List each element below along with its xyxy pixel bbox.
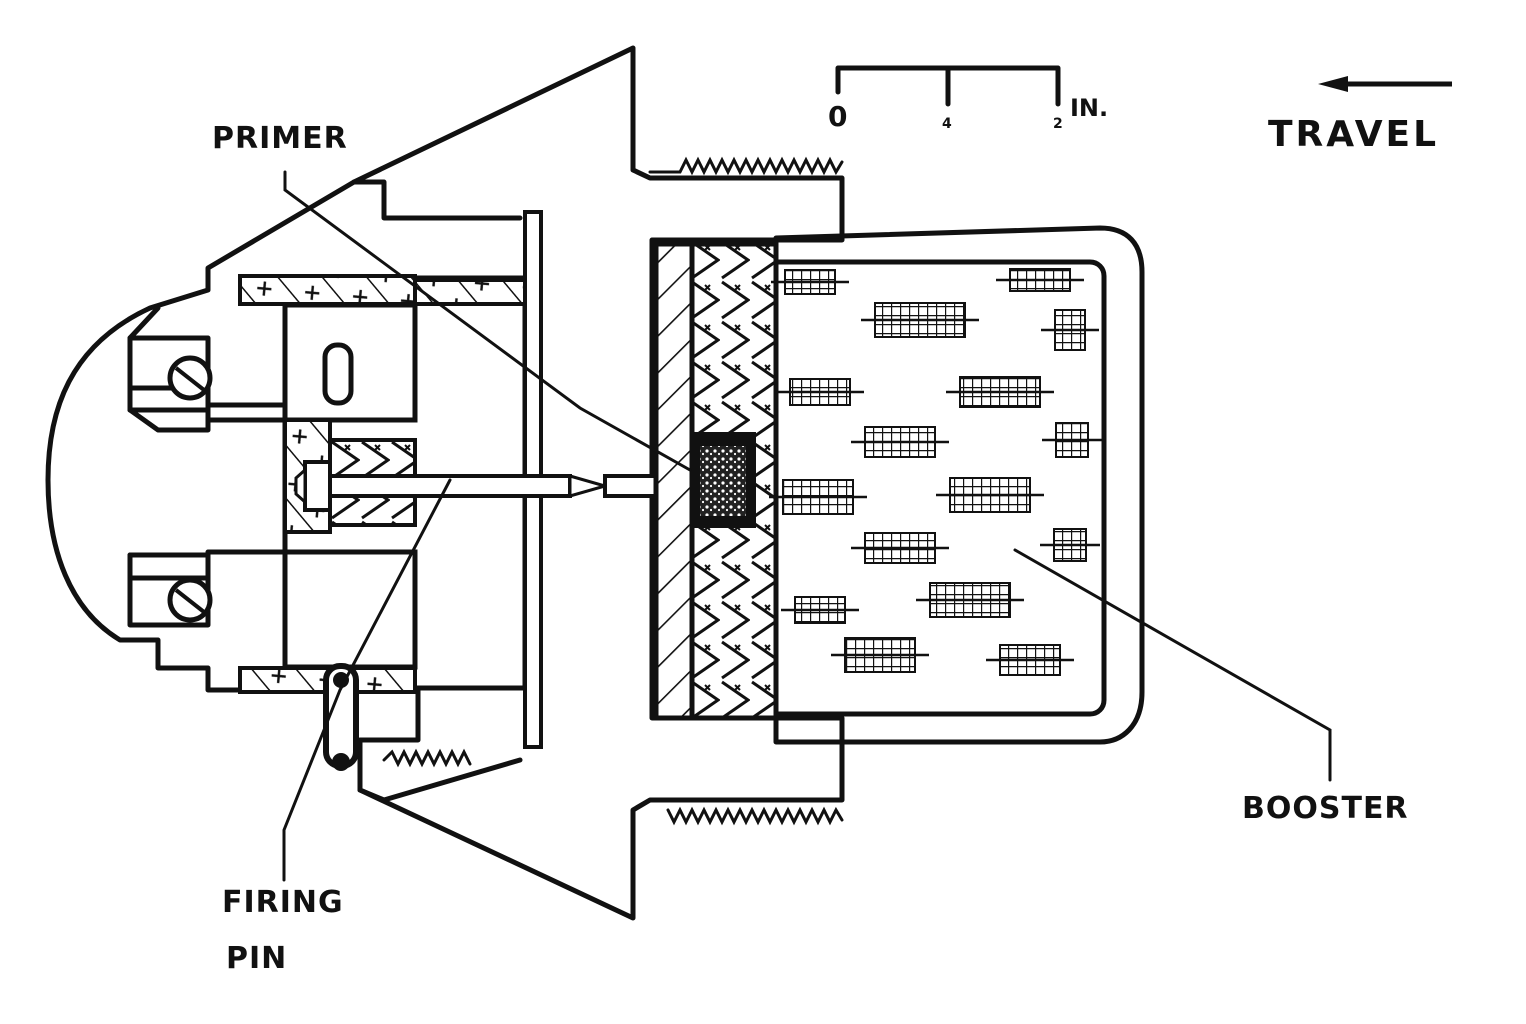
scale-unit: IN.	[1070, 94, 1108, 122]
firing-pin-shaft	[294, 460, 692, 512]
upper-shoulder-edge	[351, 179, 523, 221]
scale-ruler	[835, 65, 1061, 107]
firing-pin-leader	[282, 478, 452, 882]
lower-screw	[167, 577, 213, 623]
firing-label: FIRING	[222, 885, 344, 920]
travel-label: TRAVEL	[1268, 114, 1439, 155]
lower-thread-2	[382, 748, 472, 768]
lower-housing-block	[282, 549, 418, 670]
detent-slot	[322, 342, 354, 406]
primer-capsule	[690, 432, 756, 528]
cup-wall	[653, 241, 695, 721]
upper-collar	[238, 274, 417, 306]
scale-half: 2	[1053, 116, 1063, 132]
nose-body	[45, 45, 845, 921]
upper-lining	[413, 278, 527, 306]
scale-bar: 0 4 2 IN.	[828, 65, 1108, 133]
firing-pin-detent	[323, 663, 359, 771]
travel-arrow-head	[1318, 76, 1348, 92]
scale-zero: 0	[828, 100, 847, 133]
lower-thread	[666, 806, 844, 826]
primer-leader	[283, 170, 692, 472]
travel-indicator: TRAVEL	[1268, 76, 1452, 155]
booster-grains	[769, 268, 1102, 676]
pin-label: PIN	[226, 941, 287, 976]
upper-tab	[127, 305, 211, 433]
booster-leader	[1013, 548, 1332, 782]
booster-label: BOOSTER	[1242, 791, 1409, 826]
scale-quarter: 4	[942, 116, 952, 132]
upper-screw	[167, 355, 213, 401]
lower-shoulder-edge	[357, 757, 523, 803]
upper-thread	[648, 156, 844, 176]
primer-label: PRIMER	[212, 121, 348, 156]
lower-slot	[127, 552, 211, 628]
booster-cup	[773, 225, 1145, 745]
booster-charge	[773, 259, 1107, 717]
